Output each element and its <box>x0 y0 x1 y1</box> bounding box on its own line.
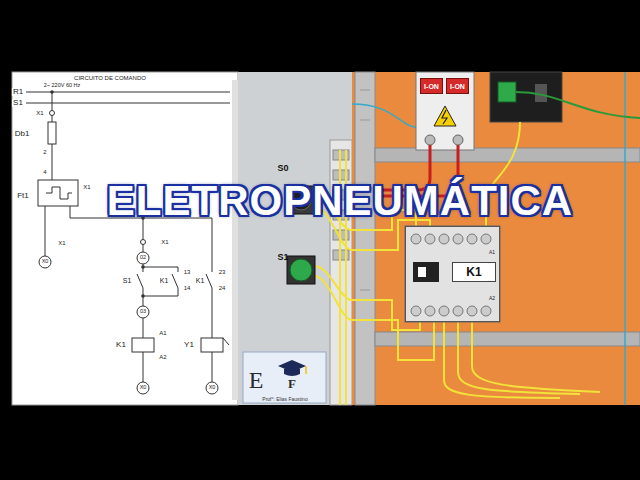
contactor-name: K1 <box>452 262 496 282</box>
line-name: R1 <box>12 88 24 96</box>
terminal-number: 03 <box>139 309 147 315</box>
terminal-number: X0 <box>208 385 217 391</box>
terminal-number: 02 <box>139 255 147 261</box>
pin-number: A1 <box>488 250 496 255</box>
terminal-name: X1 <box>160 239 169 245</box>
contactor: K1 <box>405 226 500 322</box>
relay-name: Ft1 <box>16 192 30 200</box>
pin-number: 4 <box>42 169 47 175</box>
pin-number: A2 <box>488 296 496 301</box>
contact-name: K1 <box>159 277 170 284</box>
pin-number: 23 <box>218 269 227 275</box>
breaker-state: I-ON <box>424 83 439 90</box>
pin-number: 24 <box>218 285 227 291</box>
terminal-number: X0 <box>41 259 50 265</box>
sheet-title: CIRCUITO DE COMANDO <box>73 75 147 81</box>
terminal-name: X1 <box>35 110 44 116</box>
fuse-name: Db1 <box>14 130 31 138</box>
pin-number: 13 <box>183 269 192 275</box>
terminal-name: X1 <box>82 184 91 190</box>
video-title: ELETROPNEUMÁTICA <box>107 180 573 222</box>
pin-number: A2 <box>158 354 167 360</box>
logo-letter: F <box>287 377 297 390</box>
button-name: S1 <box>276 253 289 262</box>
pin-number: 14 <box>183 285 192 291</box>
pin-number: 2 <box>42 149 47 155</box>
contact-name: K1 <box>195 277 206 284</box>
terminal-name: X1 <box>57 240 66 246</box>
pin-number: A1 <box>158 330 167 336</box>
button-name: S0 <box>276 164 289 173</box>
coil-name: K1 <box>115 341 127 349</box>
coil-name: Y1 <box>183 341 195 349</box>
button-name: S1 <box>122 277 133 284</box>
line-name: S1 <box>12 99 24 107</box>
author-name: Prof°: Elias Faustino <box>261 397 308 402</box>
supply-rating: 2~ 220V 60 Hz <box>43 83 82 89</box>
breaker-state: I-ON <box>450 83 465 90</box>
logo-letter: E <box>248 368 265 392</box>
breaker-window: I-ON <box>420 78 443 94</box>
breaker-window: I-ON <box>446 78 469 94</box>
terminal-number: X0 <box>139 385 148 391</box>
